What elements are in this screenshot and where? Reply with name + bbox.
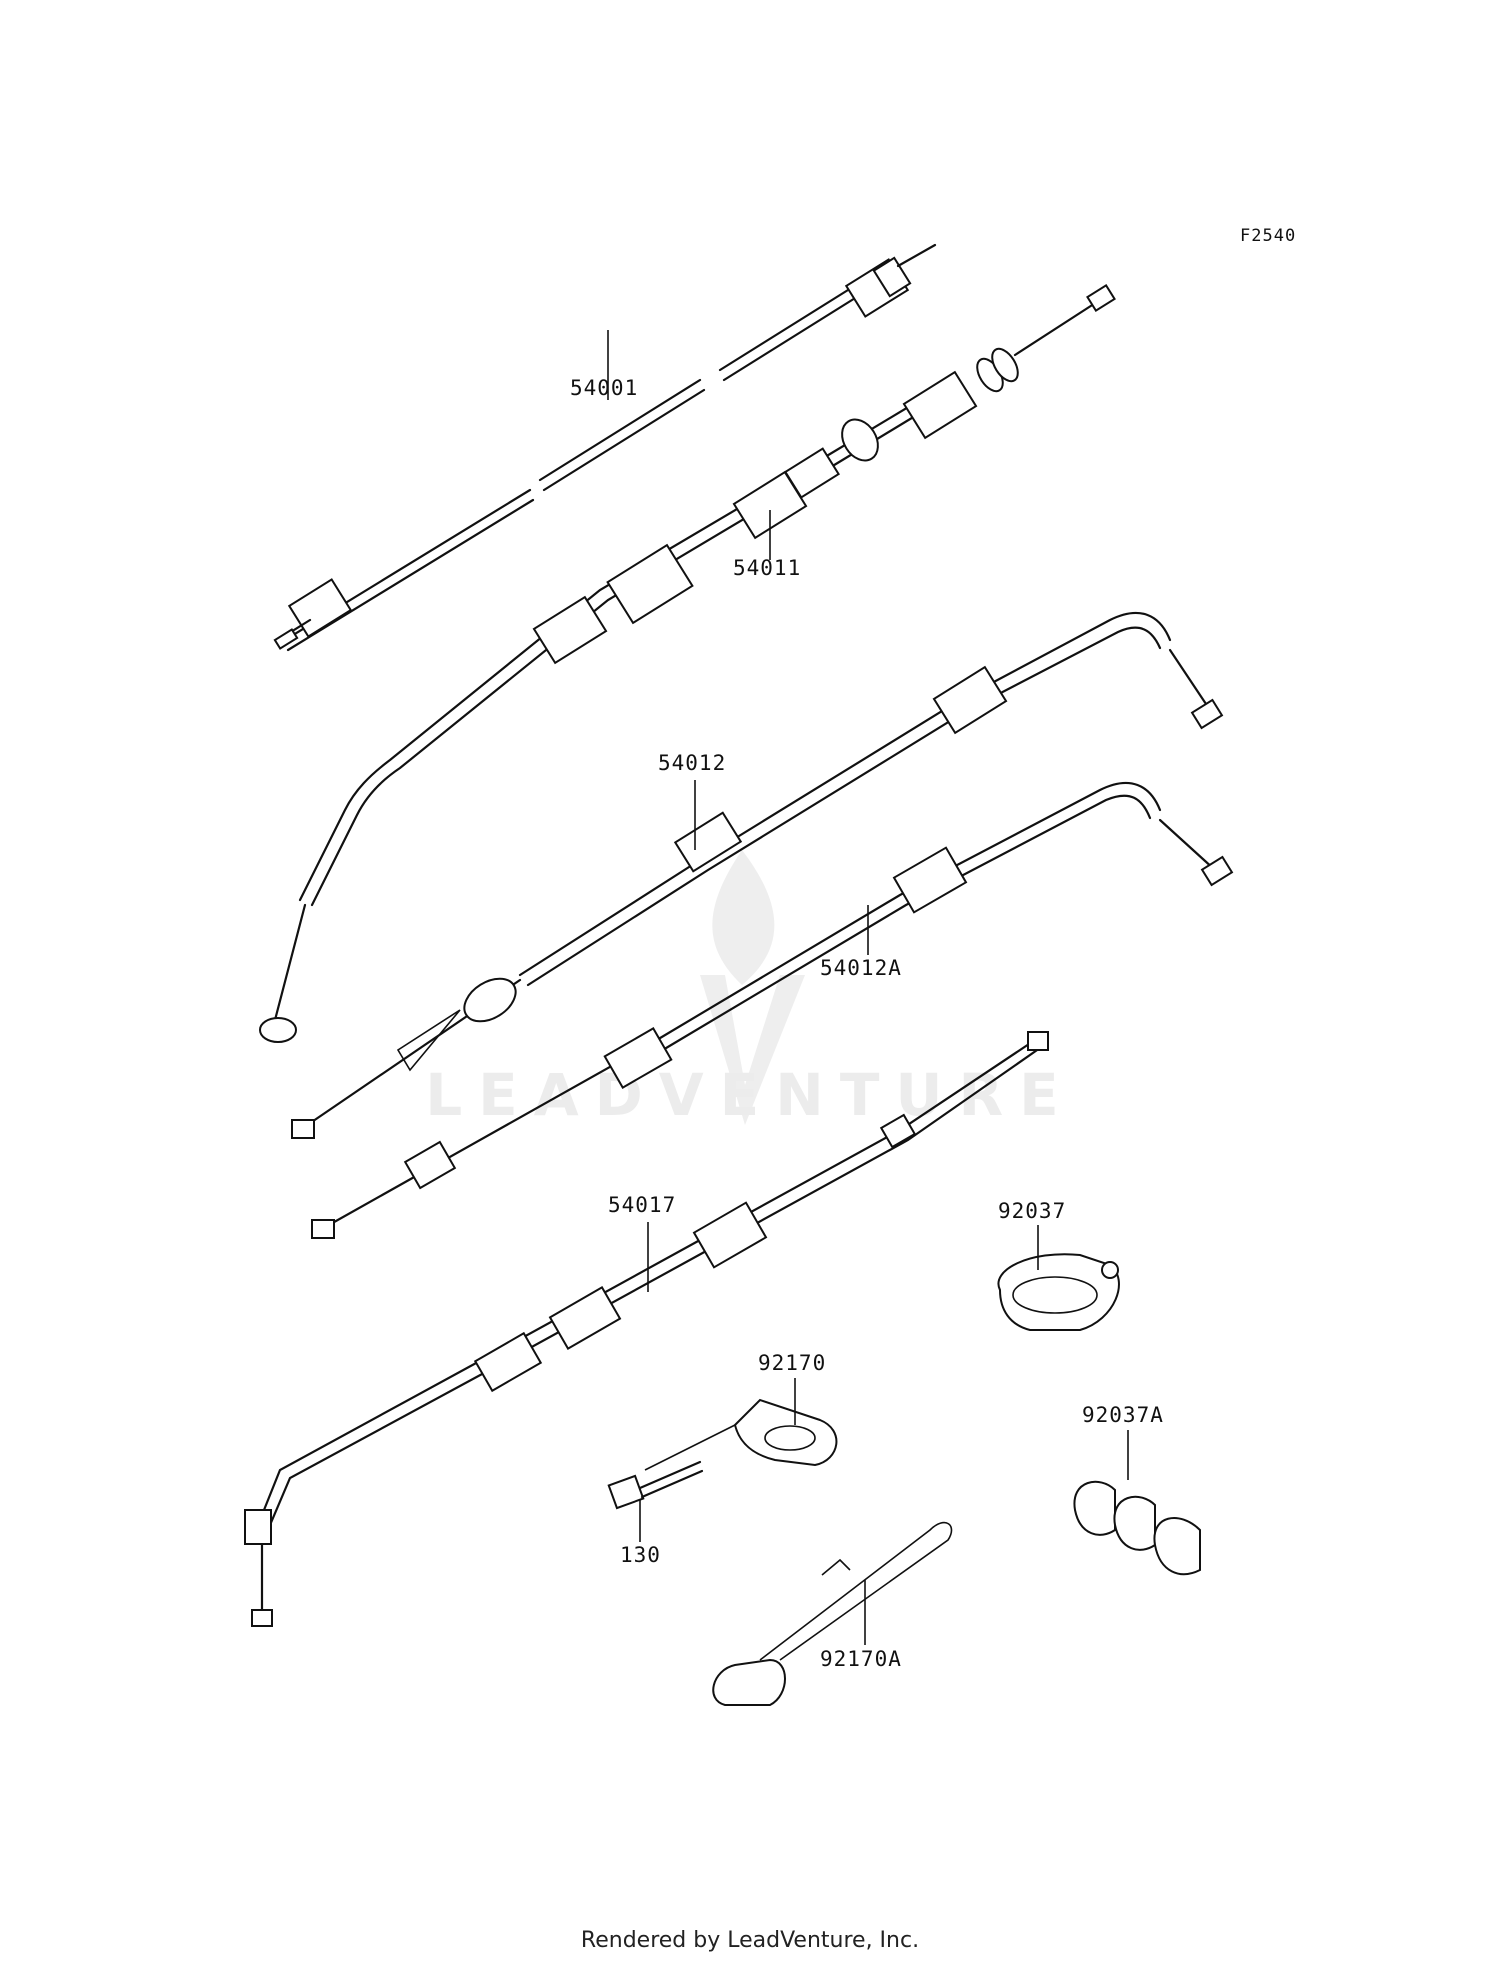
clamp-92170-drawing [644, 1398, 838, 1471]
part-label-92170: 92170 [758, 1351, 826, 1375]
watermark-text: LEADVENTURE [425, 1061, 1075, 1129]
figure-code: F2540 [1240, 226, 1296, 246]
watermark-flame-icon [712, 850, 775, 985]
part-label-92037: 92037 [998, 1199, 1066, 1223]
part-label-54012: 54012 [658, 751, 726, 775]
part-label-92037A: 92037A [1082, 1403, 1164, 1427]
cable-54017-drawing [244, 1031, 1049, 1627]
part-label-92170A: 92170A [820, 1647, 902, 1671]
bolt-130-drawing [607, 1460, 704, 1510]
cable-54001-drawing [273, 243, 937, 652]
cable-54011-drawing [259, 284, 1116, 1043]
clip-92037A-drawing [1073, 1480, 1201, 1575]
footer-credit: Rendered by LeadVenture, Inc. [580, 1928, 920, 1953]
watermark: LEADVENTURE [425, 850, 1075, 1129]
cable-54012A-drawing [311, 781, 1234, 1239]
part-label-54017: 54017 [608, 1193, 676, 1217]
cable-54012-drawing [291, 611, 1224, 1139]
band-92170A-drawing [712, 1521, 953, 1706]
part-label-54001: 54001 [570, 376, 638, 400]
part-label-54012A: 54012A [820, 956, 902, 980]
part-label-54011: 54011 [733, 556, 801, 580]
part-label-130: 130 [620, 1543, 661, 1567]
clamp-92037-drawing [997, 1253, 1120, 1331]
